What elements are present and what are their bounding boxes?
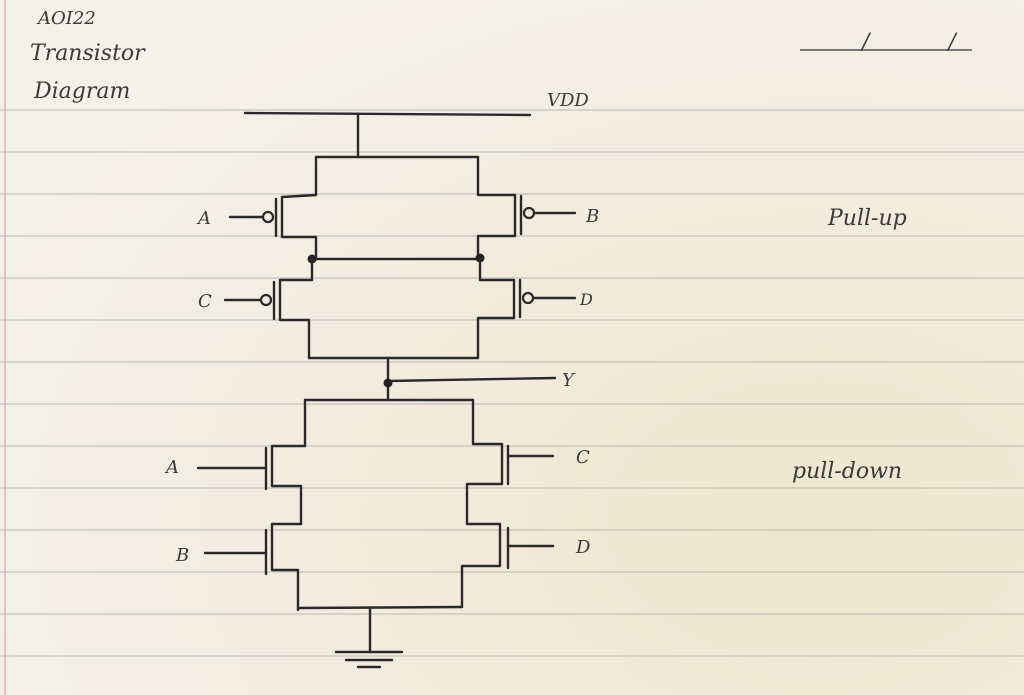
diagram-subtitle-line2: Diagram (33, 79, 130, 104)
pmos-transistor-c (223, 257, 314, 360)
nmos-transistor-b (203, 522, 300, 612)
pull-down-network (196, 398, 555, 612)
ground-icon (334, 606, 404, 669)
pull-down-input-b-label: B (175, 545, 189, 566)
date-field: / / (860, 30, 992, 55)
output-label: Y (562, 370, 576, 391)
junction-dot (383, 378, 393, 388)
pull-down-input-a-label: A (164, 457, 179, 478)
vdd-rail (243, 111, 532, 159)
pull-down-input-d-label: D (575, 537, 591, 558)
pull-down-input-c-label: C (576, 447, 590, 468)
pull-up-input-a-label: A (196, 208, 211, 229)
pmos-transistor-a (228, 155, 318, 260)
diagram-title: AOI22 (36, 8, 96, 29)
pull-up-section-label: Pull-up (827, 206, 907, 231)
nmos-transistor-d (460, 522, 555, 609)
nmos-transistor-a (196, 398, 307, 526)
pull-up-input-b-label: B (585, 206, 599, 227)
diagram-subtitle-line1: Transistor (30, 41, 146, 66)
pull-up-input-c-label: C (198, 291, 212, 312)
ruled-lines (0, 109, 1024, 657)
output-node (383, 356, 557, 402)
pull-up-network (223, 155, 577, 360)
nmos-transistor-c (465, 398, 555, 526)
pmos-transistor-b (476, 155, 577, 260)
vdd-label: VDD (547, 90, 589, 111)
pmos-transistor-d (476, 256, 577, 360)
pull-up-input-d-label: D (579, 290, 593, 309)
pull-down-section-label: pull-down (792, 459, 902, 484)
